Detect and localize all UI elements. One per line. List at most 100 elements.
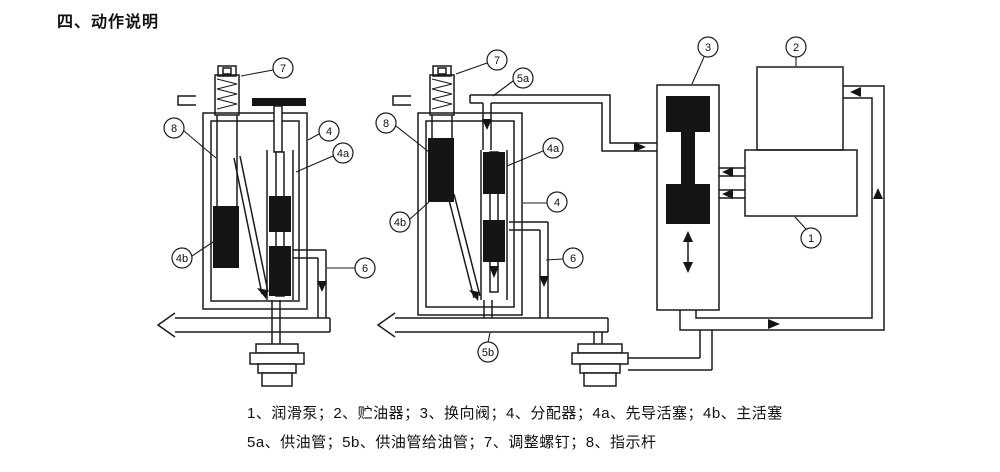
side-oil-pipe [509,221,549,318]
indicator-rod [233,155,269,295]
callout-circle [389,211,411,233]
side-pipe-down-arrow [317,281,327,292]
outlet-stem [271,300,281,344]
callout-circle [332,142,354,164]
callout-left-6: 6 [327,257,376,279]
port-arrow-lower [722,189,733,199]
middle-distributor: 7 5a 8 4a 4 [375,49,713,387]
pilot-bore [480,150,508,300]
callout-label: 1 [808,233,814,245]
main-piston [213,206,239,268]
callout-mid-4b: 4b [389,201,430,233]
indicator-rod-arrow [257,288,267,299]
side-pipe-down-arrow [539,276,549,287]
housing-outer [202,112,308,310]
callout-circle [697,36,719,58]
callout-mid-5a: 5a [492,67,534,97]
callout-circle [354,257,376,279]
callout-circle [486,49,508,71]
callout-circle [562,247,584,269]
pilot-piston-lower [483,220,505,262]
callout-label: 4 [554,197,560,209]
callout-circle [785,36,807,58]
pilot-bore [266,150,294,300]
callout-left-4: 4 [307,120,340,142]
callout-circle [171,247,193,269]
callout-circle [163,117,185,139]
legend-line-2: 5a、供油管；5b、供油管给油管；7、调整螺钉；8、指示杆 [247,434,657,451]
callout-left-7: 7 [240,57,294,79]
callout-label: 7 [280,63,286,75]
t-handle-stem [273,105,283,153]
spring-coil [216,78,238,110]
leader-line [506,150,544,167]
t-handle [252,98,306,106]
housing-inner [210,120,300,302]
left-distributor: 7 8 4 4a 4b [156,57,376,387]
leader-line [492,80,514,97]
side-oil-pipe [293,249,327,318]
callout-label: 5b [482,347,494,359]
pilot-piston-upper [269,196,291,232]
callout-sys-1: 1 [794,216,822,249]
callout-circle [800,227,822,249]
callout-circle [272,57,294,79]
loop-right-arrow [768,319,780,329]
fitting-disc-2 [571,352,629,365]
bottom-channel-arrowhead [376,312,396,338]
indicator-rod [447,193,481,299]
callout-circle [542,137,564,159]
loop-up-arrow [873,188,883,199]
bottom-channel-5b [395,317,609,333]
screw-cap [432,65,452,77]
fitting-disc-2 [249,352,305,365]
spring-channel [431,115,453,138]
to-valve-arrow [634,142,646,152]
spool-down-arrow [683,262,693,273]
callout-label: 4 [326,126,332,138]
supply-down-arrow [482,119,492,130]
callout-mid-8: 8 [375,112,430,153]
callout-circle [318,120,340,142]
spool-up-arrow [683,231,693,242]
callout-label: 8 [383,118,389,130]
callout-label: 7 [494,55,500,67]
outlet-stem [483,300,493,318]
callout-label: 6 [362,263,368,275]
callout-label: 4a [337,148,350,160]
callout-label: 5a [517,73,530,85]
leader-line [307,133,320,141]
inlet-stub [392,95,411,106]
valve-spool-lower [666,184,710,224]
pilot-down-arrow [489,266,499,278]
bottom-channel-arrowhead [156,312,176,338]
oil-reservoir [756,66,844,151]
fitting-disc-1 [255,343,299,354]
system-right: 3 2 1 [656,36,885,331]
spring-channel [216,115,238,206]
inlet-stub [177,95,196,106]
callout-mid-4: 4 [523,191,568,213]
leader-line [191,241,214,257]
callout-label: 6 [570,253,576,265]
fitting-disc-3 [579,363,621,374]
leader-line [395,125,430,153]
fitting-disc-4 [583,372,617,387]
leader-line [409,201,430,220]
housing-inner [425,120,515,308]
callout-sys-3: 3 [691,36,719,85]
callout-label: 8 [171,123,177,135]
adjusting-screw-body [214,74,240,116]
leader-line [691,56,705,85]
leader-line [794,216,807,230]
lubrication-pump [744,149,858,217]
callout-left-4a: 4a [295,142,354,173]
screw-cap-slot [437,67,447,75]
return-loop-inner [695,97,873,319]
callout-label: 3 [705,42,711,54]
indicator-rod-arrow [469,290,479,301]
fitting-disc-3 [257,363,297,374]
supply-pipe-5a [469,94,657,152]
pilot-piston-upper [483,152,505,194]
callout-left-4b: 4b [171,241,214,269]
